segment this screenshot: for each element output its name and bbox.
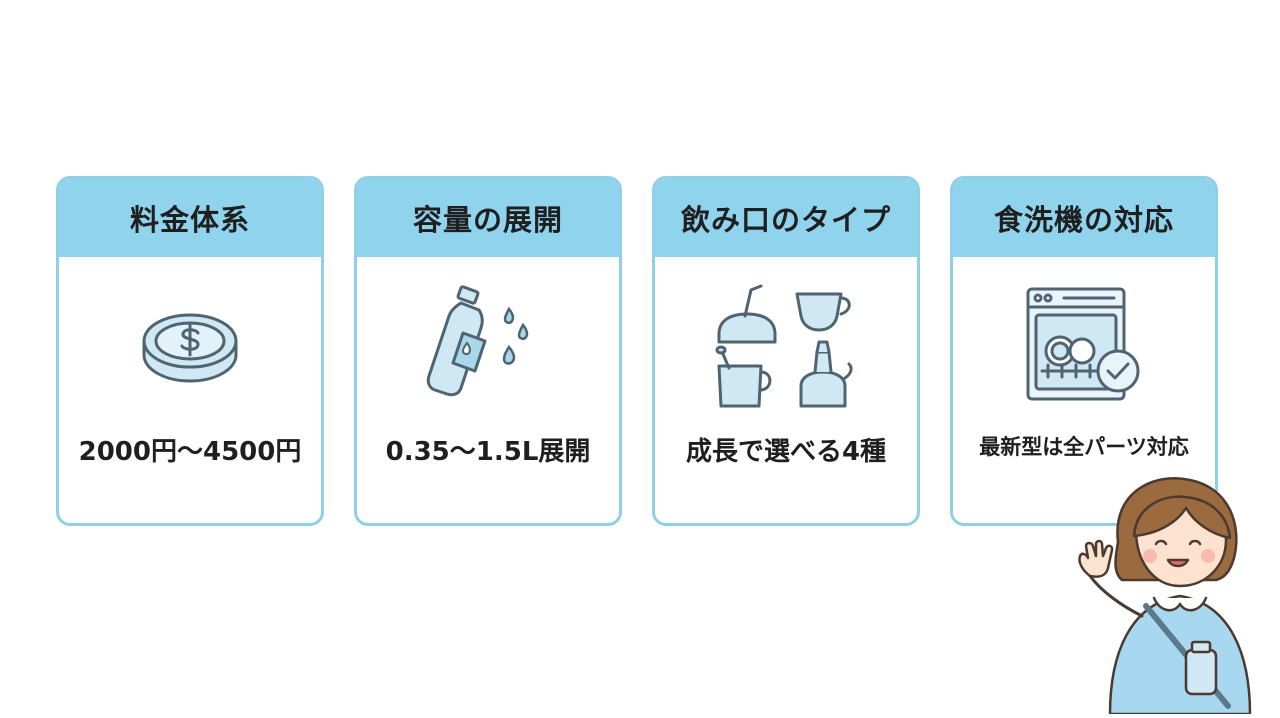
card-value: 最新型は全パーツ対応 bbox=[979, 435, 1189, 459]
card-title: 食洗機の対応 bbox=[953, 179, 1215, 257]
water-bottle-icon bbox=[398, 271, 578, 421]
dishwasher-check-icon bbox=[994, 271, 1174, 421]
drinking-spout-types-icon bbox=[696, 271, 876, 421]
card-title: 料金体系 bbox=[59, 179, 321, 257]
card-capacity: 容量の展開 0.35〜1.5L展開 bbox=[354, 176, 622, 526]
card-value: 0.35〜1.5L展開 bbox=[385, 437, 591, 467]
card-value: 成長で選べる4種 bbox=[685, 437, 887, 467]
mascot-illustration bbox=[1050, 470, 1280, 716]
card-title: 飲み口のタイプ bbox=[655, 179, 917, 257]
card-spout-types: 飲み口のタイプ 成長で選べる4種 bbox=[652, 176, 920, 526]
card-value: 2000円〜4500円 bbox=[78, 437, 302, 467]
card-title: 容量の展開 bbox=[357, 179, 619, 257]
coin-icon bbox=[100, 271, 280, 421]
card-pricing: 料金体系 2000円〜4500円 bbox=[56, 176, 324, 526]
card-dishwasher: 食洗機の対応 最新型は全パーツ対応 bbox=[950, 176, 1218, 526]
